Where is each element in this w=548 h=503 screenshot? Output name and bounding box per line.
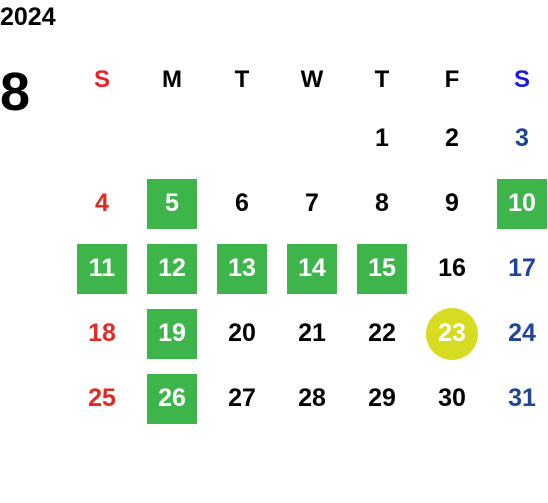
day-number: 22 [368,319,396,347]
weekday-header-tue: T [234,66,250,93]
calendar-day-cell: 5 [137,171,207,236]
calendar-day-cell: 25 [67,366,137,431]
calendar-day-cell: 14 [277,236,347,301]
day-number: 28 [298,384,326,412]
calendar-empty-cell [67,106,137,171]
weekday-header-sat: S [513,66,530,93]
day-number: 9 [445,189,459,217]
day-number: 16 [438,254,466,282]
today-day-number: 23 [426,307,478,360]
calendar-month: 8 [0,62,31,122]
day-number: 6 [235,189,249,217]
calendar-day-cell: 8 [347,171,417,236]
day-number: 24 [508,319,536,347]
calendar-day-cell: 4 [67,171,137,236]
weekday-header-mon: M [162,66,182,93]
day-number: 31 [508,384,536,412]
calendar-empty-cell [207,106,277,171]
calendar-day-cell: 17 [487,236,548,301]
day-number: 1 [375,124,389,152]
day-number: 25 [88,384,116,412]
weekday-header-sun: S [93,66,110,93]
day-number: 21 [298,319,326,347]
day-number: 12 [147,243,197,294]
calendar-day-cell: 2 [417,106,487,171]
calendar-day-cell: 18 [67,301,137,366]
calendar-day-cell: 23 [417,301,487,366]
calendar-day-cell: 1 [347,106,417,171]
calendar-day-cell: 16 [417,236,487,301]
calendar-day-cell: 11 [67,236,137,301]
calendar-year: 2024 [0,3,56,31]
calendar-day-cell: 29 [347,366,417,431]
day-number: 11 [77,243,127,294]
calendar-empty-cell [277,106,347,171]
calendar-day-cell: 15 [347,236,417,301]
day-number: 20 [228,319,256,347]
weekday-header-wed: W [300,66,324,93]
calendar-day-cell: 28 [277,366,347,431]
calendar-day-cell: 19 [137,301,207,366]
calendar-day-cell: 6 [207,171,277,236]
calendar-day-cell: 20 [207,301,277,366]
day-number: 29 [368,384,396,412]
day-number: 13 [217,243,267,294]
day-number: 19 [147,308,197,359]
calendar-day-cell: 31 [487,366,548,431]
calendar-day-cell: 30 [417,366,487,431]
calendar-day-cell: 26 [137,366,207,431]
calendar-day-cell: 27 [207,366,277,431]
calendar-day-cell: 9 [417,171,487,236]
calendar-day-cell: 12 [137,236,207,301]
day-number: 10 [497,178,547,229]
day-number: 5 [147,178,197,229]
day-number: 2 [445,124,459,152]
day-number: 17 [508,254,536,282]
calendar-day-cell: 3 [487,106,548,171]
day-number: 15 [357,243,407,294]
calendar-day-cell: 21 [277,301,347,366]
calendar-day-cell: 7 [277,171,347,236]
calendar-day-cell: 22 [347,301,417,366]
day-number: 18 [88,319,116,347]
day-number: 3 [515,124,529,152]
day-number: 4 [95,189,109,217]
calendar-day-cell: 24 [487,301,548,366]
day-number: 26 [147,373,197,424]
calendar-day-cell: 10 [487,171,548,236]
day-number: 7 [305,189,319,217]
day-number: 14 [287,243,337,294]
calendar-empty-cell [137,106,207,171]
weekday-header-fri: F [444,66,460,93]
day-number: 8 [375,189,389,217]
day-number: 27 [228,384,256,412]
calendar-day-cell: 13 [207,236,277,301]
day-number: 30 [438,384,466,412]
weekday-header-thu: T [374,66,390,93]
